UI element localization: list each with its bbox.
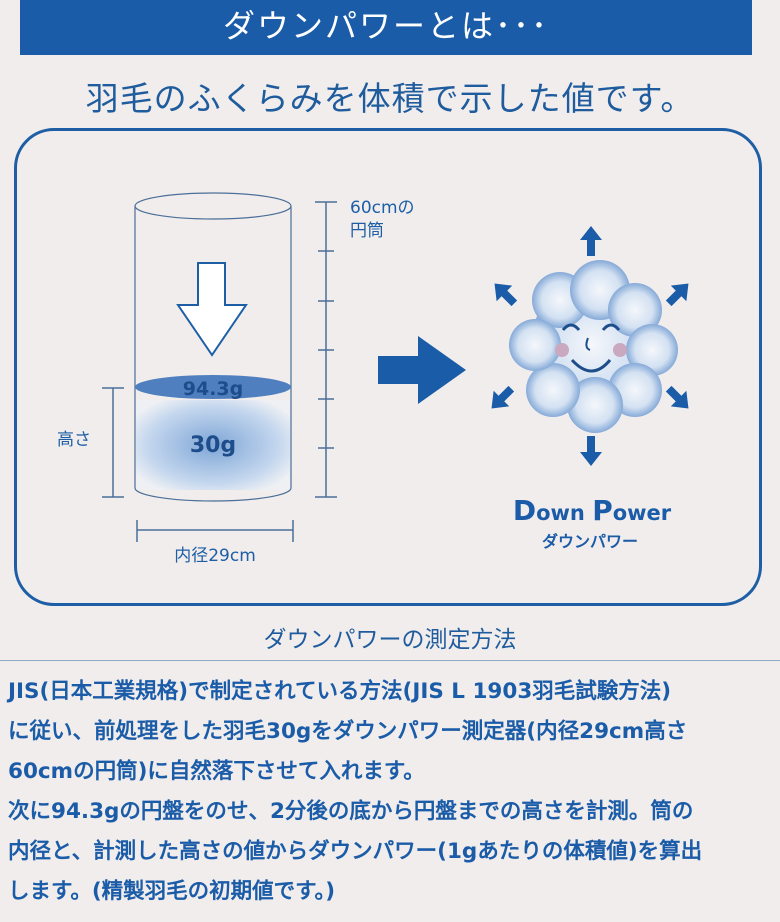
- down-arrow-icon: [176, 262, 248, 357]
- height-label: 高さ: [57, 430, 91, 450]
- down-fill: [136, 400, 290, 490]
- method-line: JIS(日本工業規格)で制定されている方法(JIS L 1903羽毛試験方法): [8, 679, 672, 704]
- scale-ruler: [315, 201, 337, 498]
- method-line: 内径と、計測した高さの値からダウンパワー(1gあたりの体積値)を算出: [8, 839, 703, 864]
- divider: [0, 660, 780, 661]
- arrow-down-right-icon: [665, 385, 689, 409]
- cylinder-label-2: 円筒: [350, 221, 384, 241]
- header-banner: ダウンパワーとは･･･: [20, 0, 752, 55]
- height-indicator: [102, 387, 124, 498]
- result-title: Down Power: [513, 494, 672, 527]
- result-subtitle: ダウンパワー: [542, 532, 638, 551]
- subtitle: 羽毛のふくらみを体積で示した値です。: [85, 79, 695, 118]
- disc-weight-label: 94.3g: [183, 378, 243, 400]
- arrow-up-icon: [580, 226, 602, 256]
- cloud-mascot-icon: [509, 260, 678, 433]
- diagram: 94.3g 30g 高さ 内径29cm 60cmの 円筒: [57, 192, 689, 566]
- method-title: ダウンパワーの測定方法: [263, 627, 517, 653]
- arrow-up-left-icon: [494, 283, 518, 307]
- method-line: に従い、前処理をした羽毛30gをダウンパワー測定器(内径29cm高さ: [8, 719, 688, 744]
- cylinder-label: 60cmの: [350, 198, 415, 218]
- diameter-indicator: [136, 520, 294, 542]
- arrow-down-icon: [580, 436, 602, 466]
- method-line: 次に94.3gの円盤をのせ、2分後の底から円盤までの高さを計測。筒の: [8, 799, 694, 824]
- diameter-label: 内径29cm: [174, 546, 256, 566]
- method-line: します。(精製羽毛の初期値です。): [8, 879, 336, 904]
- right-arrow-icon: [378, 336, 466, 404]
- down-weight-label: 30g: [190, 433, 236, 458]
- expansion-arrows: [491, 226, 689, 466]
- diagram-panel: [14, 128, 762, 606]
- method-line: 60cmの円筒)に自然落下させて入れます。: [8, 759, 425, 784]
- cylinder: 94.3g 30g: [134, 192, 292, 502]
- arrow-down-left-icon: [491, 385, 515, 409]
- header-title: ダウンパワーとは･･･: [222, 7, 549, 45]
- arrow-up-right-icon: [665, 283, 689, 307]
- disc: [135, 375, 291, 399]
- method-description: JIS(日本工業規格)で制定されている方法(JIS L 1903羽毛試験方法) …: [8, 672, 778, 912]
